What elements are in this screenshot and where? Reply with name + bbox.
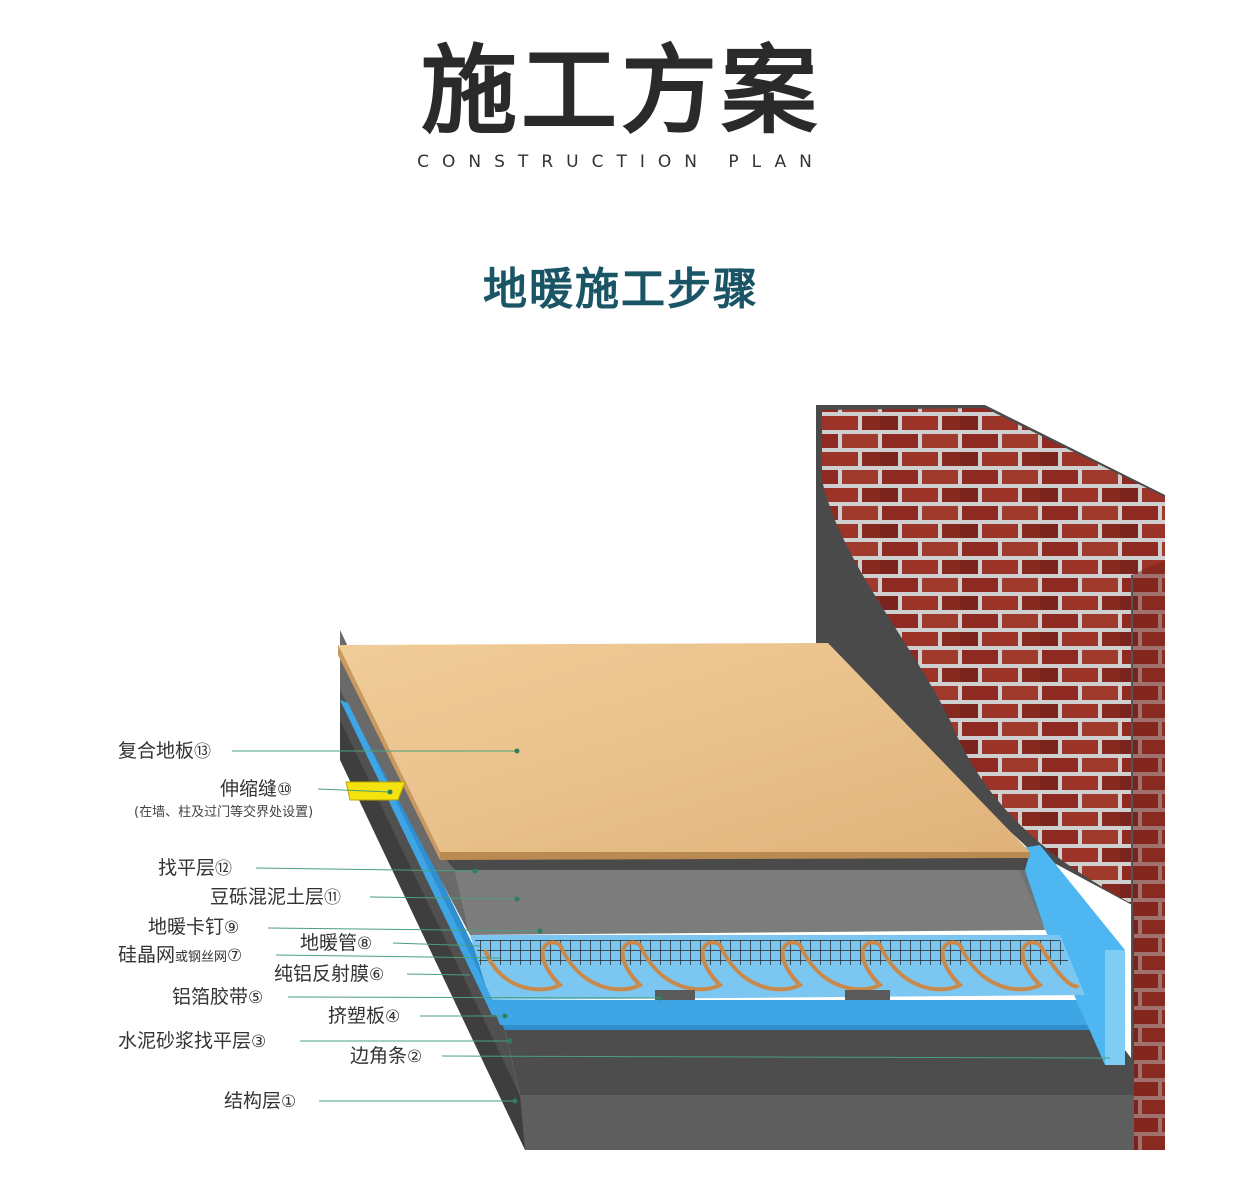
- label-xps-board: 挤塑板④: [328, 1005, 400, 1028]
- label-leveling-layer: 找平层⑫: [158, 857, 232, 880]
- label-reflective-film: 纯铝反射膜⑥: [274, 963, 384, 986]
- label-heating-pipe: 地暖管⑧: [300, 932, 372, 955]
- label-cement-mortar: 水泥砂浆找平层③: [118, 1030, 266, 1053]
- label-expansion-joint: 伸缩缝⑩: [220, 778, 292, 801]
- label-mesh: 硅晶网或钢丝网⑦: [118, 944, 242, 969]
- label-pea-gravel-concrete: 豆砾混泥土层⑪: [210, 886, 341, 909]
- foil-tape: [845, 990, 890, 1000]
- label-heating-clip: 地暖卡钉⑨: [148, 916, 239, 939]
- label-structural-layer: 结构层①: [224, 1090, 296, 1113]
- label-expansion-joint-note: (在墙、柱及过门等交界处设置): [134, 805, 313, 821]
- label-edge-strip: 边角条②: [350, 1045, 422, 1068]
- label-composite-floor: 复合地板⑬: [118, 740, 211, 763]
- label-foil-tape: 铝箔胶带⑤: [172, 986, 263, 1009]
